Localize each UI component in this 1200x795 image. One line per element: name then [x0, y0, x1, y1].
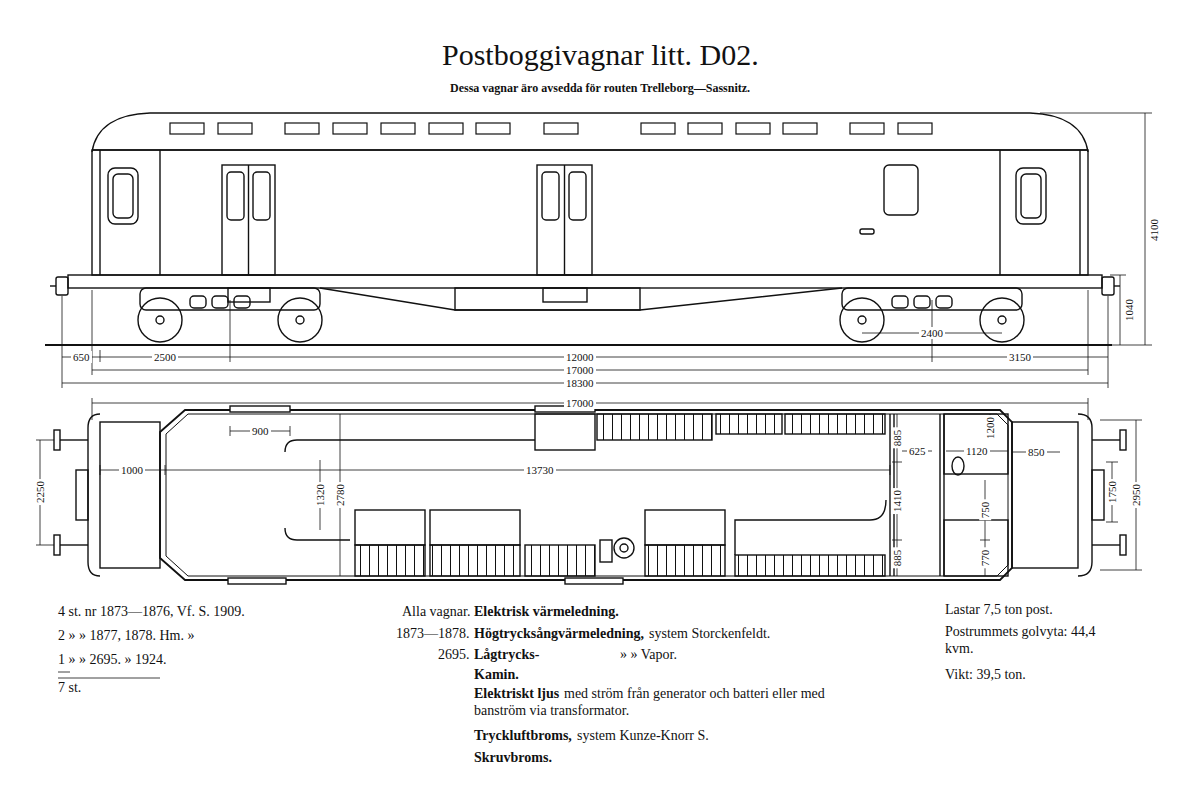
note-text: 1 » » 2695. » 1924.: [58, 652, 167, 669]
dimension-label: 1200: [984, 415, 996, 441]
dimension-label: 2780: [334, 482, 346, 508]
dimension-lines: [36, 398, 1142, 678]
note-text: 7 st.: [58, 680, 81, 697]
note-text: Kamin.: [474, 667, 519, 684]
dimension-label: 2250: [34, 479, 46, 505]
note-text: med ström från generator och batteri ell…: [474, 686, 829, 720]
note-text: Alla vagnar.: [402, 604, 470, 621]
dimension-label: 2400: [919, 327, 945, 339]
dimension-label: 750: [979, 500, 991, 521]
dimension-label: 1040: [1123, 297, 1135, 323]
note-text: Högtrycksångvärmeledning,: [474, 626, 644, 643]
dimension-label: 770: [979, 548, 991, 569]
dimension-label: 625: [907, 445, 928, 457]
note-text: Postrummets golvyta: 44,4 kvm.: [945, 624, 1120, 658]
title: Postboggivagnar litt. D02.: [442, 37, 759, 73]
note-text: system Storckenfeldt.: [649, 626, 770, 643]
note-text: 1873—1878.: [396, 626, 470, 643]
dimension-label: 17000: [564, 397, 596, 409]
note-text: Elektrisk värmeledning.: [474, 604, 619, 621]
note-text: 4 st. nr 1873—1876, Vf. S. 1909.: [58, 604, 245, 621]
note-text: Elektriskt ljus: [474, 686, 559, 703]
dimension-label: 3150: [1007, 351, 1033, 363]
dimension-label: 18300: [564, 377, 596, 389]
dimension-label: 2950: [1130, 482, 1142, 508]
floor-plan: [54, 406, 1126, 584]
dimension-label: 850: [1026, 446, 1047, 458]
dimension-label: 1320: [314, 482, 326, 508]
dimension-label: 17000: [564, 364, 596, 376]
dimension-label: 885: [891, 428, 903, 449]
note-text: » » Vapor.: [620, 647, 677, 664]
dimension-label: 1000: [119, 464, 145, 476]
note-text: Vikt: 39,5 ton.: [945, 667, 1026, 684]
dimension-label: 1410: [891, 488, 903, 514]
dimension-label: 1750: [1106, 479, 1118, 505]
note-text: 2 » » 1877, 1878. Hm. »: [58, 628, 195, 645]
dimension-label: 650: [71, 351, 92, 363]
note-text: Lågtrycks-: [474, 647, 539, 664]
note-text: Tryckluftbroms,: [474, 728, 572, 745]
dimension-label: 1120: [964, 445, 990, 457]
note-text: 2695.: [438, 647, 470, 664]
dimension-label: 2500: [152, 351, 178, 363]
dimension-label: 885: [891, 548, 903, 569]
note-text: system Kunze-Knorr S.: [577, 728, 709, 745]
dimension-label: 13730: [524, 464, 556, 476]
dimension-label: 4100: [1148, 217, 1160, 243]
subtitle: Dessa vagnar äro avsedda för routen Trel…: [450, 81, 750, 95]
dimension-lines: [62, 113, 1152, 388]
note-text: Skruvbroms.: [474, 750, 552, 767]
dimension-label: 900: [250, 425, 271, 437]
note-text: Lastar 7,5 ton post.: [945, 602, 1053, 619]
dimension-label: 12000: [564, 351, 596, 363]
side-elevation: [45, 113, 1120, 345]
